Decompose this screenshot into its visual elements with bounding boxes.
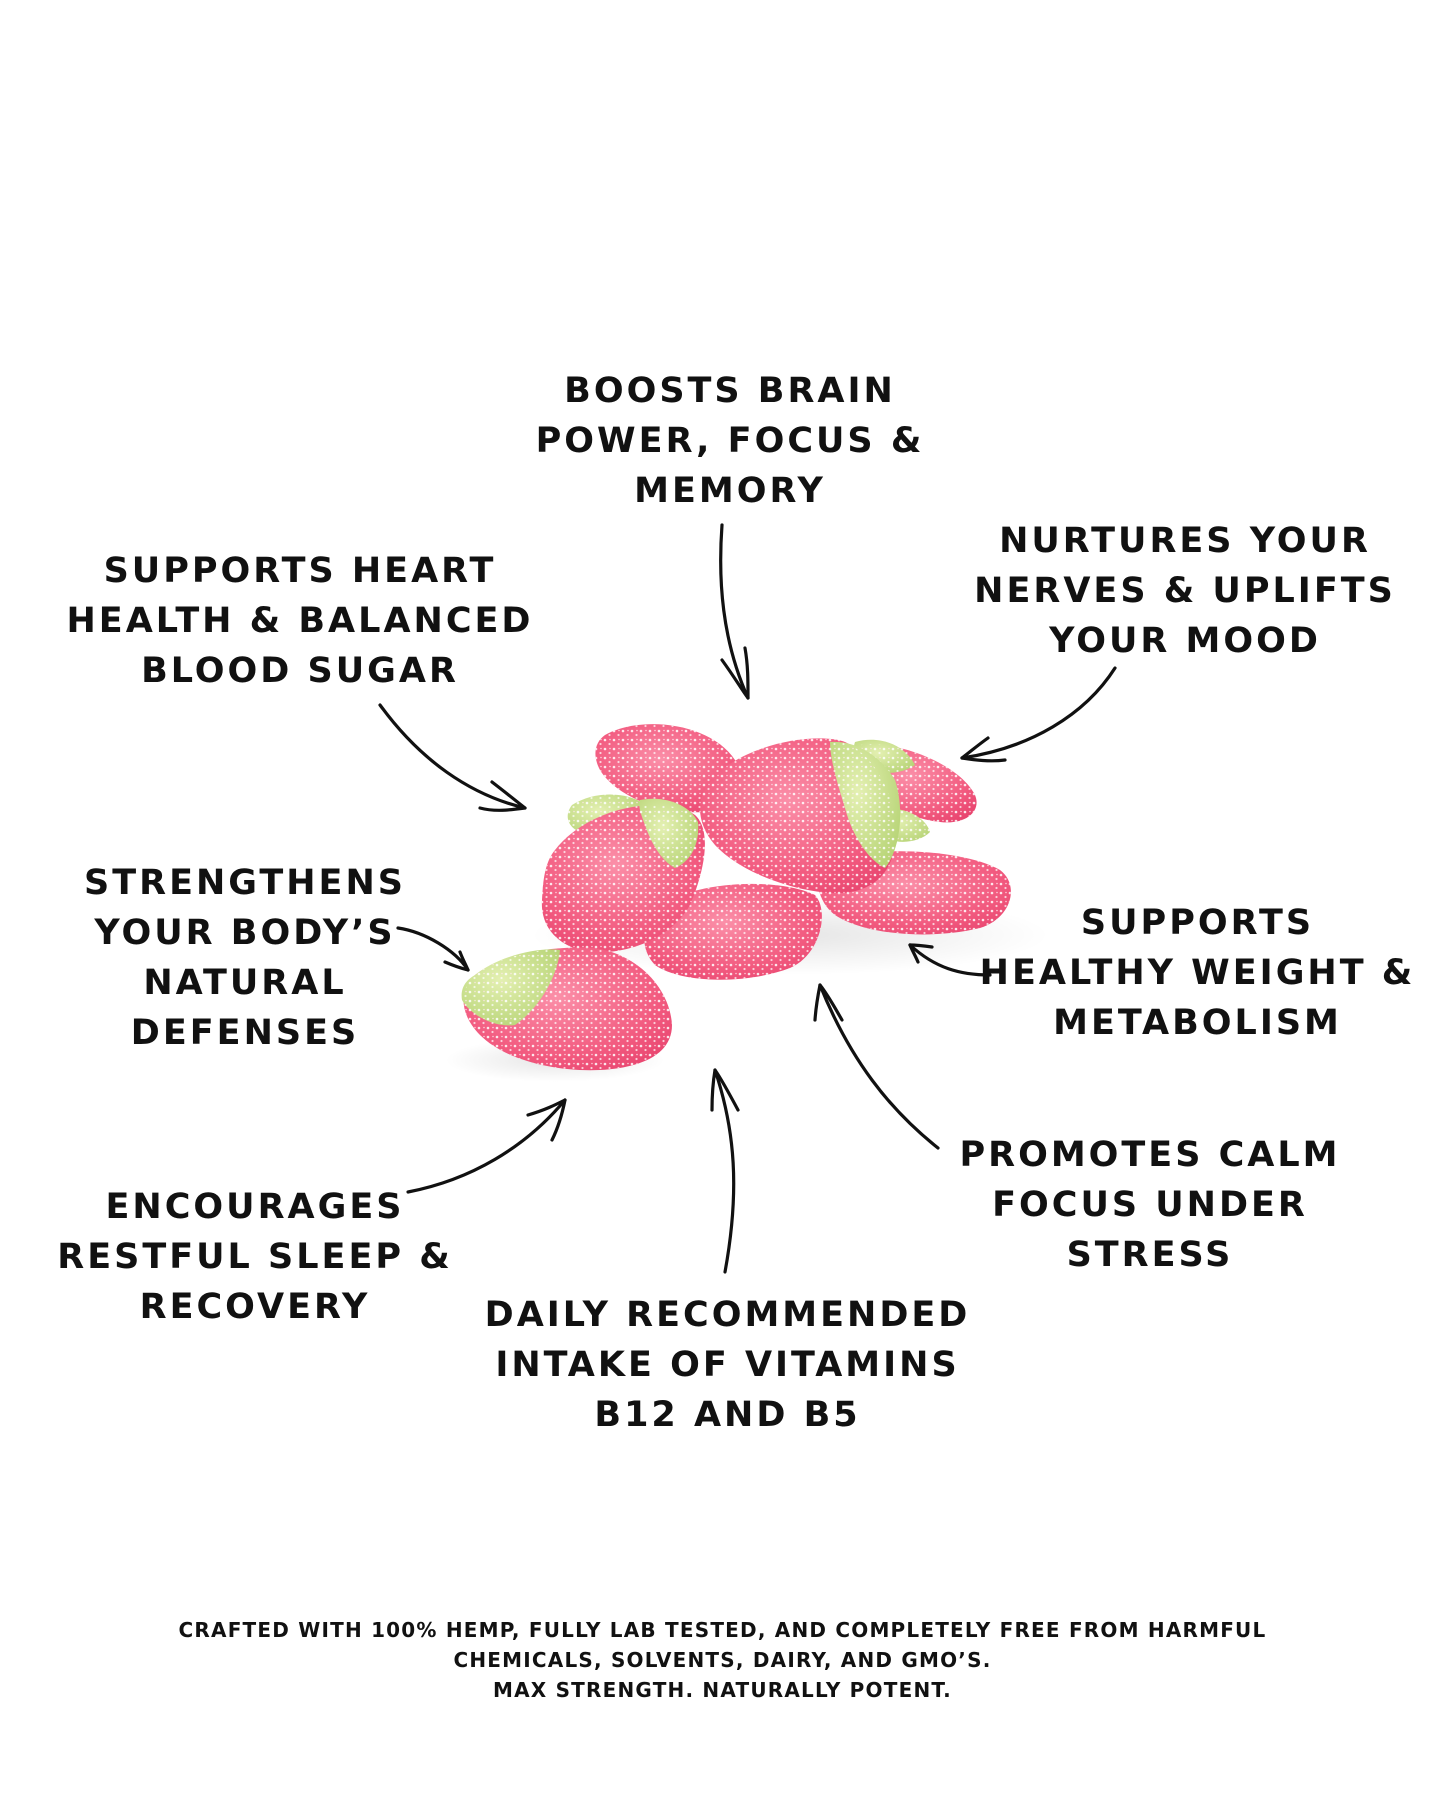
benefit-calm-label: PROMOTES CALM FOCUS UNDER STRESS <box>959 1135 1341 1275</box>
footer-line: CRAFTED WITH 100% HEMP, FULLY LAB TESTED… <box>178 1618 1267 1642</box>
benefit-weight-label: SUPPORTS HEALTHY WEIGHT & METABOLISM <box>979 903 1416 1043</box>
arrow-defenses <box>396 926 470 972</box>
footer-line: CHEMICALS, SOLVENTS, DAIRY, AND GMO’S. <box>453 1648 992 1672</box>
footer-disclaimer: CRAFTED WITH 100% HEMP, FULLY LAB TESTED… <box>110 1615 1335 1705</box>
gummy <box>541 798 705 953</box>
arrow-weight <box>908 943 992 977</box>
arrow-sleep <box>406 1098 567 1194</box>
benefit-nerves-label: NURTURES YOUR NERVES & UPLIFTS YOUR MOOD <box>974 521 1396 661</box>
arrow-nerves <box>960 666 1117 763</box>
gummy <box>461 947 672 1071</box>
footer-tagline: MAX STRENGTH. NATURALLY POTENT. <box>493 1678 952 1702</box>
arrow-vitamins <box>710 1068 740 1274</box>
gummy <box>700 738 901 894</box>
benefit-defenses-label: STRENGTHENS YOUR BODY’S NATURAL DEFENSES <box>84 863 406 1053</box>
benefit-sleep-label: ENCOURAGES RESTFUL SLEEP & RECOVERY <box>57 1187 453 1327</box>
benefit-heart-label: SUPPORTS HEART HEALTH & BALANCED BLOOD S… <box>66 551 534 691</box>
arrow-brain <box>719 523 750 700</box>
gummy <box>644 883 822 980</box>
arrow-calm <box>813 983 940 1150</box>
arrow-heart <box>378 703 527 812</box>
benefit-vitamins-label: DAILY RECOMMENDED INTAKE OF VITAMINS B12… <box>484 1295 971 1435</box>
benefit-brain-label: BOOSTS BRAIN POWER, FOCUS & MEMORY <box>535 371 925 511</box>
